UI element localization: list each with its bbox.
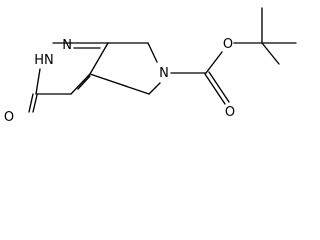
bond-nh-c3 <box>35 68 41 95</box>
atom-label-nh: HN <box>34 53 54 68</box>
bond-c7-n6 <box>147 42 158 63</box>
boc-group <box>170 7 297 105</box>
ring-carbonyl <box>28 93 38 113</box>
pyridazinone-ring <box>35 42 109 95</box>
bond-c4-c4a-inner <box>77 75 91 90</box>
bond-c3-o-b <box>32 94 38 113</box>
bond-c-o-double-a <box>204 73 226 105</box>
bond-c-o-ester <box>205 51 223 74</box>
chemical-structure: HN N N O O O <box>4 7 297 125</box>
bond-c4a-c7a <box>89 42 109 75</box>
atom-label-o-carbonyl-boc: O <box>225 105 235 120</box>
bond-n6-c5 <box>148 82 161 95</box>
atom-label-o-ester: O <box>223 37 233 52</box>
bond-c3-o-a <box>28 93 34 113</box>
pyrrolidine-ring <box>89 42 161 95</box>
atom-label-o-carbonyl-ring: O <box>4 110 14 125</box>
bond-c4-c4a <box>70 73 91 95</box>
bond-tbu-methyl-down <box>261 42 280 65</box>
bond-c-o-double-b <box>208 71 230 103</box>
atom-label-n-ring: N <box>62 38 72 53</box>
bond-c5-c4a <box>89 73 150 95</box>
atom-label-n-pyrrolidine: N <box>159 66 169 81</box>
